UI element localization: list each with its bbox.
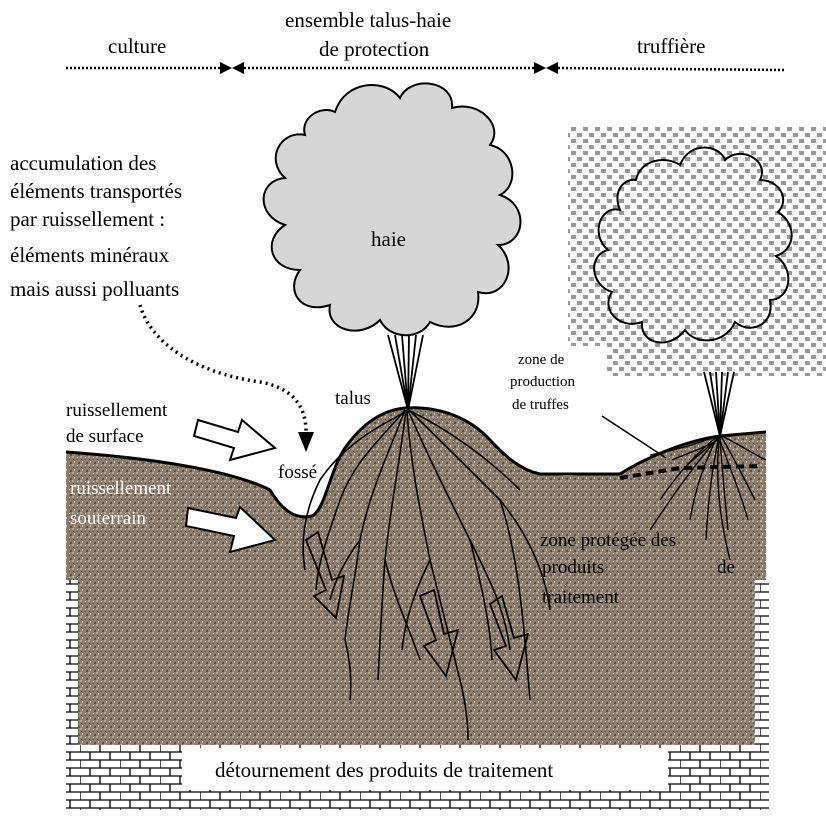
zone-line-truffiere: [558, 68, 786, 70]
label-surface-runoff-2: de surface: [66, 426, 144, 447]
accumulation-line-4: éléments minéraux: [10, 243, 170, 267]
bedrock-right-column: [755, 580, 769, 770]
truffle-zone-pointer: [602, 416, 666, 458]
label-ditch: fossé: [278, 462, 317, 483]
protected-zone-line-3: traitement: [542, 587, 620, 608]
truffle-zone-line-1: zone de: [518, 352, 565, 368]
label-truffiere: truffière: [637, 34, 705, 58]
truffle-tree-trunk: [704, 372, 734, 436]
hedge-trunk: [388, 335, 423, 410]
accumulation-line-5: mais aussi polluants: [10, 277, 179, 301]
bedrock-left-column: [66, 580, 78, 770]
truffle-tree: [568, 126, 826, 376]
label-surface-runoff-1: ruissellement: [66, 400, 168, 421]
protected-zone-line-1: zone protégée des: [540, 530, 676, 551]
zone-header: culture ensemble talus-haie de protectio…: [66, 8, 786, 74]
label-hedge: haie: [371, 227, 406, 251]
truffle-zone-line-3: de truffes: [512, 397, 569, 413]
arrowhead-left-culture: [220, 62, 232, 74]
arrowhead-right-protection: [232, 62, 244, 74]
label-underground-runoff-1: ruissellement: [70, 478, 172, 499]
accumulation-line-2: éléments transportés: [10, 179, 182, 203]
label-culture: culture: [108, 34, 166, 58]
truffle-zone-label: zone de production de truffes: [506, 346, 606, 416]
accumulation-line-3: par ruissellement :: [10, 207, 165, 231]
hedge-canopy: [264, 83, 521, 335]
label-bank: talus: [335, 388, 371, 409]
truffle-zone-line-2: production: [510, 374, 575, 390]
soil-notch-right: [566, 450, 598, 476]
label-diversion: détournement des produits de traitement: [215, 758, 553, 782]
arrowhead-left-protection: [534, 62, 546, 74]
surface-runoff-arrow-icon: [194, 420, 275, 460]
accumulation-line-1: accumulation des: [10, 151, 156, 175]
hedge: haie: [264, 83, 521, 410]
label-underground-runoff-2: souterrain: [70, 508, 146, 529]
arrowhead-right-truffiere: [546, 62, 558, 74]
surface-runoff-arrow: [194, 420, 275, 460]
label-ensemble-line2: de protection: [319, 37, 430, 61]
accumulation-leader-arrowhead: [298, 432, 314, 452]
accumulation-label: accumulation des éléments transportés pa…: [10, 151, 182, 301]
label-ensemble-line1: ensemble talus-haie: [285, 8, 451, 32]
